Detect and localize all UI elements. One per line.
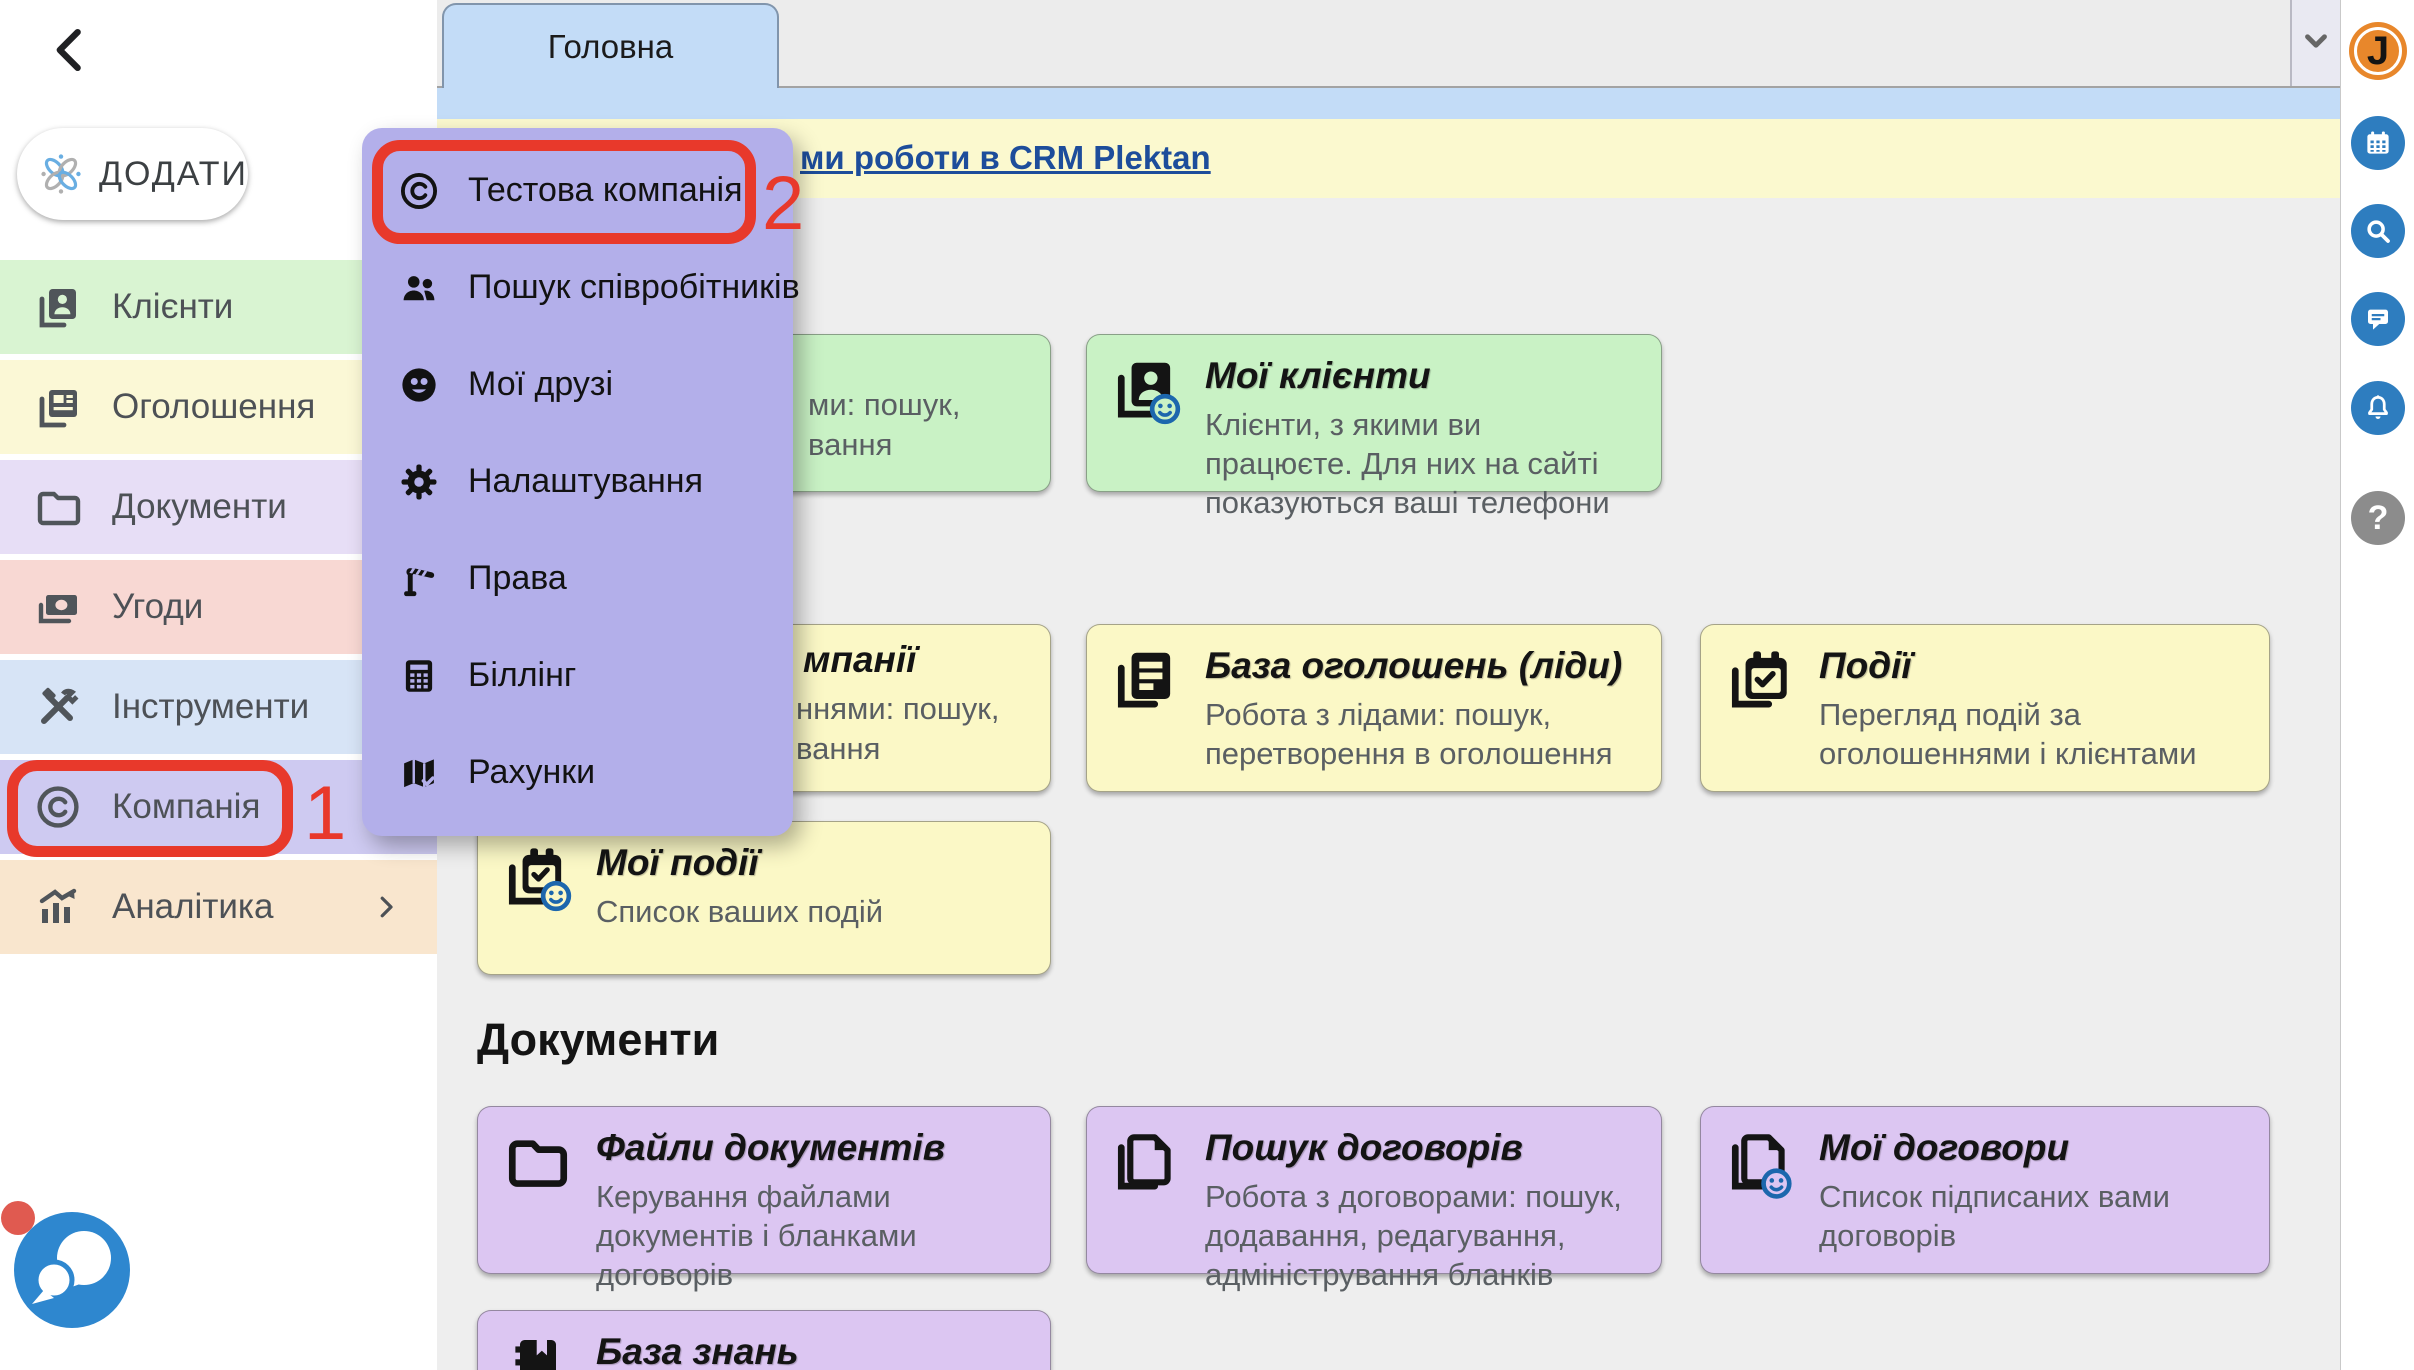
menu-item-label: Налаштування [468,462,703,500]
active-tab-strip [437,88,2340,119]
my-clients-icon [1117,362,1181,425]
documents-section-header: Документи [477,1014,720,1065]
menu-item-label: Пошук співробітників [468,268,800,306]
events-calendar-icon [1731,651,1787,708]
card-my-contracts[interactable]: Мої договори Список підписаних вами дого… [1700,1106,2270,1274]
calendar-button[interactable] [2351,116,2405,170]
sidebar-item-label: Клієнти [112,287,234,326]
sidebar-item-label: Аналітика [112,887,274,926]
folder-icon [37,491,81,526]
card-knowledge-base[interactable]: База знань [477,1310,1051,1370]
plektan-logo-icon [41,154,81,194]
tab-home[interactable]: Головна [442,3,779,89]
card-text: Мої договори Список підписаних вами дого… [1819,1127,2170,1253]
sidebar-item-analytics[interactable]: Аналітика [0,860,437,954]
sidebar-item-label: Документи [112,487,287,526]
card-text: База оголошень (ліди) Робота з лідами: п… [1205,645,1623,771]
menu-item-my-friends[interactable]: Мої друзі [362,336,793,433]
chevron-left-icon [56,29,81,71]
card-text: База знань [596,1331,799,1370]
copyright-icon [400,172,438,209]
card-text: Файли документів Керування файлами докум… [596,1127,946,1292]
sidebar-item-label: Оголошення [112,387,316,426]
menu-item-employee-search[interactable]: Пошук співробітників [362,239,800,336]
card-text: Події Перегляд подій за оголошеннями і к… [1819,645,2197,771]
calculator-icon [405,659,433,692]
sidebar-item-label: Компанія [112,787,261,826]
gear-icon [401,464,437,499]
card-document-files[interactable]: Файли документів Керування файлами докум… [477,1106,1051,1292]
ads-icon [39,390,77,428]
people-icon [403,275,435,300]
card-my-clients[interactable]: Мої клієнти Клієнти, з якими ви працюєте… [1086,334,1662,520]
chevron-down-icon [2299,24,2333,63]
annotation-number-1: 1 [304,771,347,856]
menu-item-label: Мої друзі [468,365,614,403]
sidebar-item-label: Інструменти [112,687,310,726]
my-events-icon [508,848,572,912]
right-toolbar: J [2340,0,2414,1370]
card-text: Мої клієнти Клієнти, з якими ви працюєте… [1205,355,1610,520]
collapse-sidebar-button[interactable] [42,22,98,78]
card-text: Пошук договорів Робота з договорами: пош… [1205,1127,1622,1292]
avatar-ring [2354,27,2402,75]
barrier-icon [404,567,435,596]
my-contracts-icon [1731,1134,1792,1199]
help-button[interactable]: ? [2351,491,2405,545]
help-icon: ? [2367,498,2389,537]
card-my-events[interactable]: Мої події Список ваших подій [477,821,1051,975]
menu-item-label: Тестова компанія [468,171,743,209]
map-icon [404,758,435,787]
menu-item-rights[interactable]: Права [362,530,793,627]
chevron-right-icon [380,896,393,918]
annotation-number-2: 2 [762,161,805,246]
menu-item-settings[interactable]: Налаштування [362,433,793,530]
avatar-initial: J [2366,28,2390,73]
tab-list-dropdown-button[interactable] [2290,0,2340,86]
tab-home-label: Головна [547,28,674,65]
crm-basics-link[interactable]: ми роботи в CRM Plektan [800,139,1211,176]
bell-icon [2368,395,2388,419]
analytics-icon [39,888,77,923]
covered-card-text: ми: пошук, вання [808,387,961,462]
chat-icon [2368,309,2388,330]
search-icon [2367,220,2390,243]
clients-icon [39,289,76,328]
chat-bubbles-icon [1,1201,130,1328]
friends-icon [402,367,436,402]
menu-item-test-company[interactable]: Тестова компанія [362,142,793,239]
contract-document-icon [1117,1134,1171,1190]
card-contracts-search[interactable]: Пошук договорів Робота з договорами: пош… [1086,1106,1662,1292]
calendar-icon [2367,131,2389,154]
menu-item-billing[interactable]: Біллінг [362,627,793,724]
card-leads-db[interactable]: База оголошень (ліди) Робота з лідами: п… [1086,624,1662,792]
card-text: Мої події Список ваших подій [596,842,884,929]
user-avatar[interactable]: J [2349,22,2407,80]
money-icon [38,595,77,624]
menu-item-label: Біллінг [468,656,577,694]
chat-button[interactable] [2351,292,2405,346]
card-events[interactable]: Події Перегляд подій за оголошеннями і к… [1700,624,2270,792]
tab-bar: Головна [437,0,2340,89]
menu-item-accounts[interactable]: Рахунки [362,724,793,821]
company-dropdown-menu: Тестова компанія Пошук співробітників Мо… [362,128,800,836]
chat-widget-button[interactable] [0,1196,150,1346]
copyright-icon [37,786,79,828]
sidebar-item-label: Угоди [112,587,204,626]
covered-card-text: ннями: пошук, вання [796,691,1000,766]
folder-icon [508,1140,568,1187]
search-button[interactable] [2351,204,2405,258]
notifications-button[interactable] [2351,381,2405,435]
add-button-label: ДОДАТИ [99,154,248,193]
add-button[interactable]: ДОДАТИ [17,128,248,220]
tools-icon [41,687,79,724]
leads-db-icon [1117,652,1171,708]
menu-item-label: Рахунки [468,753,596,791]
menu-item-label: Права [468,559,567,597]
knowledge-book-icon [515,1340,556,1370]
